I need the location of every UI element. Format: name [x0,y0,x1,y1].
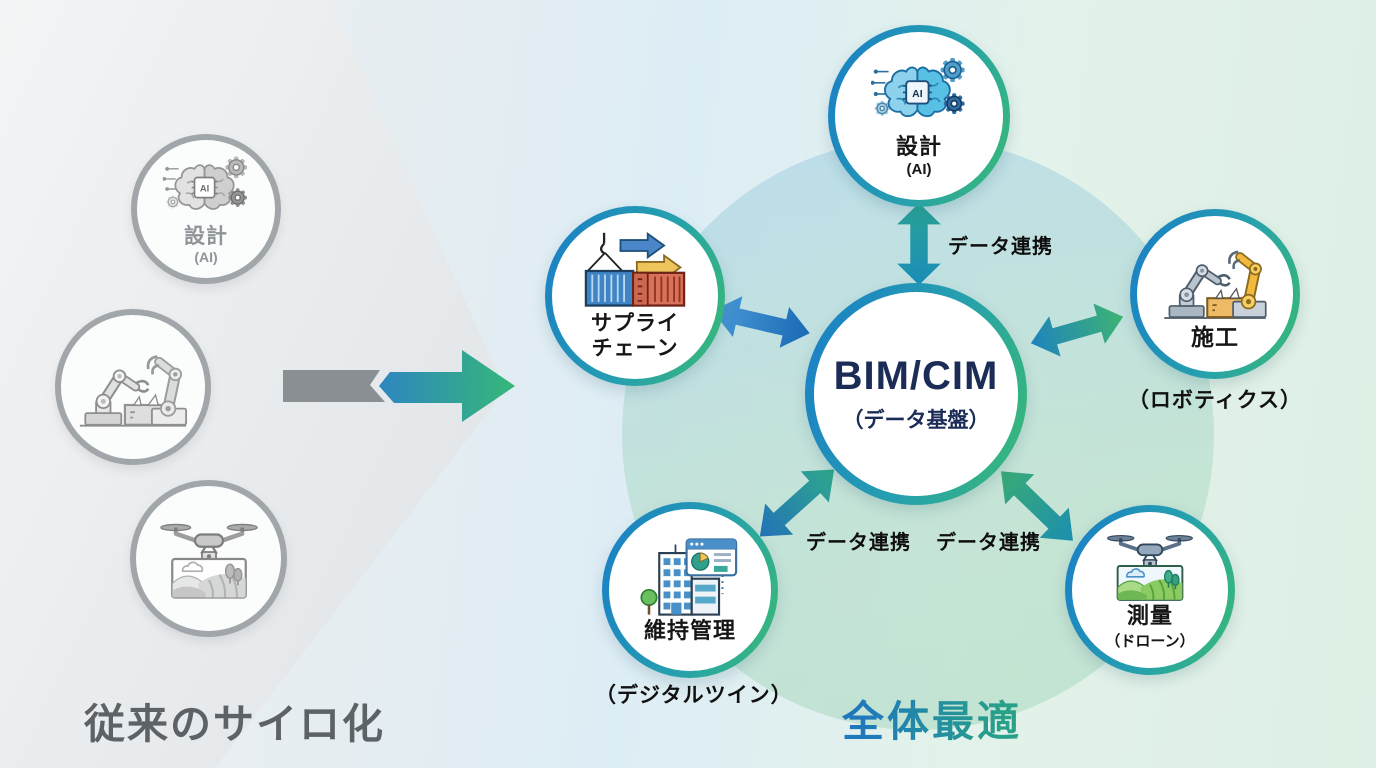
hub-title: BIM/CIM [833,354,999,398]
node-design-label: 設計 [895,134,942,160]
robot-arms-icon [1157,238,1273,324]
data-link-label-bottom-left: データ連携 [806,532,911,554]
building-dashboard-icon [638,536,742,618]
node-design-sublabel: (AI) [906,160,932,178]
silo-caption: 従来のサイロ化 [84,701,385,747]
node-maintenance-label: 維持管理 [643,618,736,644]
node-survey-label: 測量 [1126,603,1173,629]
link-construction-hub-arrow [1025,295,1130,366]
data-link-label-top: データ連携 [948,236,1053,258]
node-survey-sublabel: （ドローン） [1105,632,1195,650]
silo-node-design-sublabel: (AI) [194,248,218,265]
silo-node-survey [130,480,287,637]
containers-crane-icon [579,231,691,311]
link-supply-hub-arrow [707,288,815,355]
node-survey-circle: 測量 （ドローン） [1065,505,1235,675]
node-construction-label: 施工 [1191,323,1239,350]
link-maintenance-hub-arrow [744,452,849,553]
ai-brain-gears-icon [866,54,972,134]
node-supply-label-line1: サプライ [591,312,679,336]
broken-gray-bar [283,370,385,402]
drone-field-icon [156,517,262,601]
robot-arms-icon [74,342,192,432]
hub-circle-bim-cim: BIM/CIM （データ基盤） [805,283,1027,505]
silo-node-construction [55,309,211,465]
link-survey-hub-arrow [985,455,1089,558]
link-design-hub-arrow [895,203,943,285]
node-supply-label-line2: チェーン [591,337,679,360]
node-maintenance-circle: 維持管理 [602,502,778,678]
silo-to-integrated-arrow [278,345,523,430]
ai-brain-gears-icon [158,153,254,225]
silo-node-design: 設計 (AI) [131,134,281,284]
gradient-forward-arrow [379,350,515,422]
drone-field-icon [1102,529,1198,603]
node-construction-sublabel: （ロボティクス） [1127,389,1303,412]
node-construction-circle: 施工 [1130,209,1300,379]
hub-subtitle: （データ基盤） [842,409,990,432]
node-maintenance-sublabel: （デジタルツイン） [595,684,793,707]
data-link-label-bottom-right: データ連携 [936,532,1041,554]
optimized-caption: 全体最適 [842,688,1022,749]
node-supply-chain-circle: サプライ チェーン [545,206,725,386]
node-design-circle: 設計 (AI) [828,25,1010,207]
silo-node-design-label: 設計 [184,225,228,249]
